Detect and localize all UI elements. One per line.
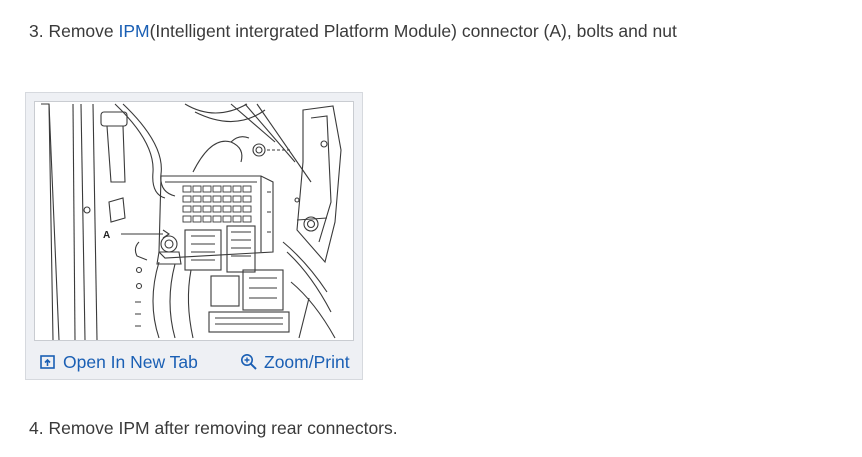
step-3-prefix: 3. Remove (29, 21, 119, 41)
figure-card: A Open In New Tab (25, 92, 363, 380)
zoom-in-icon (240, 353, 258, 371)
ipm-diagram[interactable]: A (34, 101, 354, 341)
ipm-line-drawing: A (41, 103, 342, 340)
open-in-new-tab-link[interactable]: Open In New Tab (39, 349, 198, 375)
zoom-print-label: Zoom/Print (264, 351, 350, 372)
callout-a-label: A (103, 230, 110, 241)
step-3-text: 3. Remove IPM(Intelligent intergrated Pl… (29, 20, 677, 42)
open-in-new-tab-icon (39, 353, 57, 371)
open-in-new-tab-label: Open In New Tab (63, 351, 198, 372)
zoom-print-link[interactable]: Zoom/Print (240, 349, 350, 375)
figure-actions: Open In New Tab Zoom/Print (26, 349, 364, 375)
ipm-link[interactable]: IPM (118, 21, 150, 41)
step-4-text: 4. Remove IPM after removing rear connec… (29, 418, 398, 438)
step-3-rest: (Intelligent intergrated Platform Module… (149, 21, 677, 41)
